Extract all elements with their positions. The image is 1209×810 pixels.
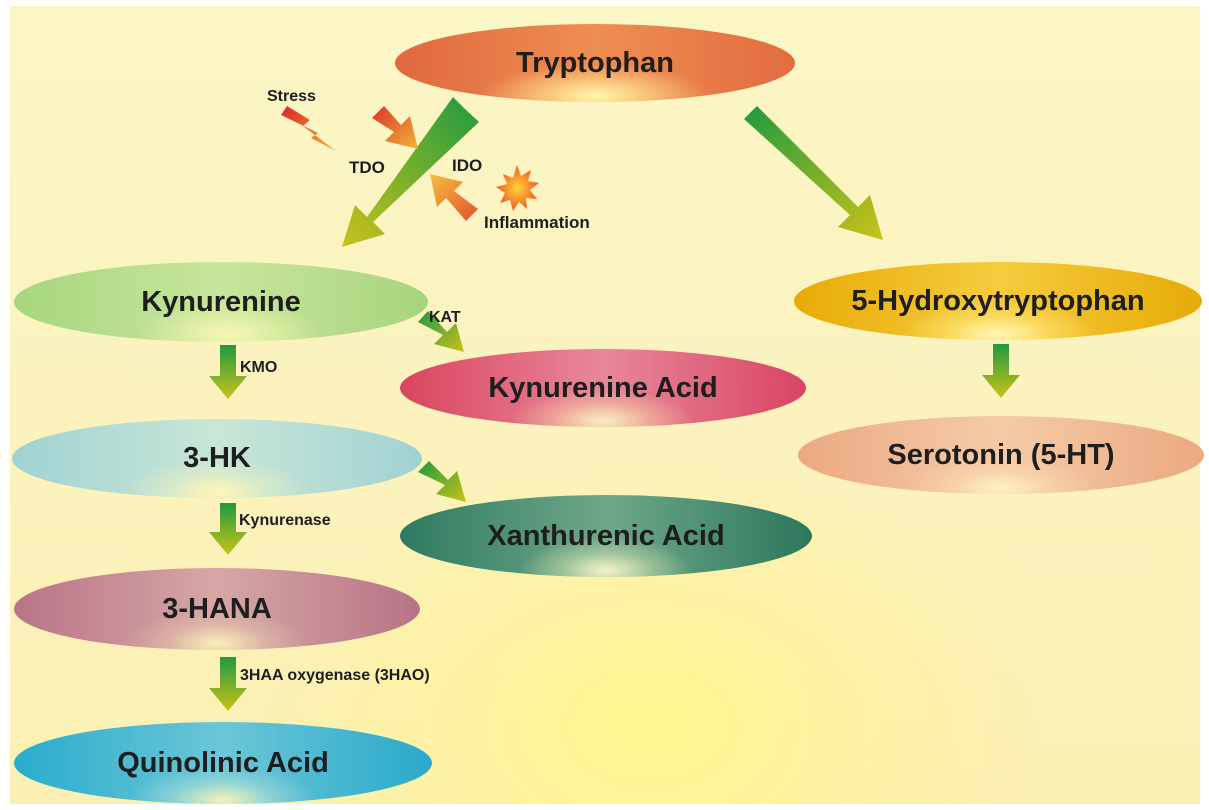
arrow-5htp-to-serotonin [982, 344, 1020, 398]
arrow-3hk-to-xanthurenic-acid [418, 461, 466, 502]
arrow-stress-to-tdo [372, 106, 418, 149]
node-5-hydroxytryptophan: 5-Hydroxytryptophan [794, 262, 1202, 340]
node-label: Xanthurenic Acid [487, 519, 725, 552]
lightning-bolt-icon [281, 106, 336, 151]
label-3hao: 3HAA oxygenase (3HAO) [240, 667, 430, 684]
arrow-3hk-to-3hana [209, 503, 247, 555]
node-label: Kynurenine [141, 285, 301, 318]
arrow-kynurenine-to-kynurenine-acid [418, 311, 464, 352]
node-3hk: 3-HK [12, 419, 422, 498]
node-label: 3-HK [183, 442, 251, 474]
node-label: Quinolinic Acid [117, 746, 329, 779]
label-kat: KAT [429, 309, 461, 326]
node-label: 5-Hydroxytryptophan [851, 284, 1145, 317]
node-3hana: 3-HANA [14, 568, 420, 650]
arrow-tryptophan-to-kynurenine [342, 97, 479, 247]
label-ido: IDO [452, 156, 483, 175]
label-stress: Stress [267, 88, 316, 105]
node-label: Tryptophan [516, 46, 674, 79]
node-label: 3-HANA [162, 592, 272, 625]
node-label: Serotonin (5-HT) [887, 438, 1115, 471]
label-inflammation: Inflammation [484, 213, 590, 232]
node-kynurenine: Kynurenine [14, 262, 428, 342]
arrow-3hana-to-quinolinic-acid [209, 657, 247, 711]
node-kynurenine-acid: Kynurenine Acid [400, 349, 806, 427]
node-label: Kynurenine Acid [488, 371, 718, 404]
node-quinolinic-acid: Quinolinic Acid [14, 722, 432, 804]
label-kynurenase: Kynurenase [239, 512, 331, 529]
starburst-icon [496, 165, 539, 211]
arrow-inflammation-to-ido [430, 174, 478, 221]
label-tdo: TDO [349, 158, 385, 177]
node-xanthurenic-acid: Xanthurenic Acid [400, 495, 812, 577]
node-serotonin: Serotonin (5-HT) [798, 416, 1204, 494]
label-kmo: KMO [240, 359, 278, 376]
arrow-kynurenine-to-3hk [209, 345, 247, 399]
arrow-tryptophan-to-5htp [744, 106, 883, 240]
node-tryptophan: Tryptophan [395, 24, 795, 102]
